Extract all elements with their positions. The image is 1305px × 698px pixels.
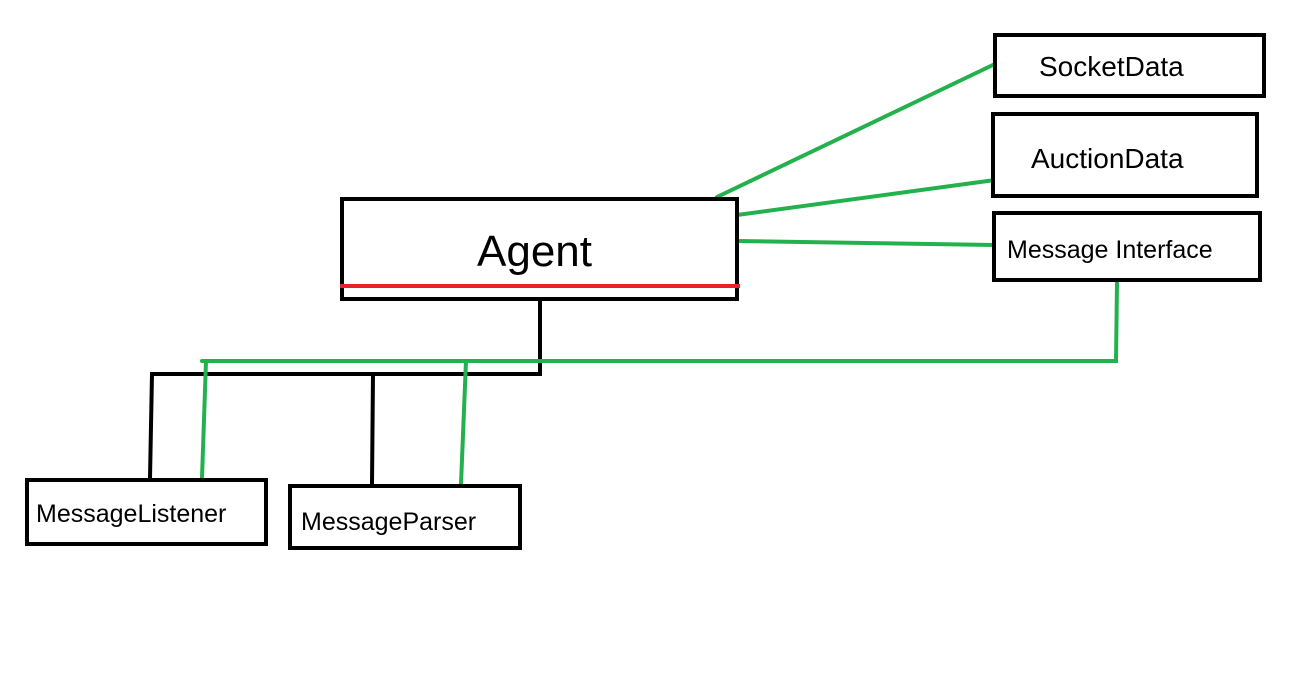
node-message-interface-label: Message Interface	[1007, 236, 1213, 264]
association-edge-agent-message-interface	[735, 239, 996, 247]
agent-underline	[340, 284, 740, 288]
hierarchy-edge-agent-messagelistener	[147, 371, 155, 481]
hierarchy-edge-agent-trunk	[150, 298, 542, 376]
node-messagelistener: MessageListener	[25, 478, 268, 546]
node-messageparser: MessageParser	[288, 484, 522, 550]
association-edge-bus-messagelistener	[200, 359, 208, 480]
association-edge-bus-messageparser	[459, 359, 468, 486]
hierarchy-edge-agent-messageparser	[369, 371, 376, 487]
node-auctiondata: AuctionData	[991, 112, 1259, 198]
node-messagelistener-label: MessageListener	[36, 500, 227, 528]
node-agent: Agent	[340, 197, 739, 301]
hierarchy-connectors	[147, 298, 542, 487]
node-socketdata: SocketData	[993, 33, 1266, 98]
node-message-interface: Message Interface	[992, 211, 1262, 282]
node-socketdata-label: SocketData	[1039, 51, 1184, 82]
node-agent-label: Agent	[477, 227, 592, 276]
association-edge-agent-auctiondata	[735, 178, 997, 217]
association-connectors	[200, 61, 1119, 486]
association-bus-message-interface	[200, 281, 1119, 363]
node-messageparser-label: MessageParser	[301, 508, 477, 536]
association-edge-agent-socketdata	[715, 61, 999, 199]
node-auctiondata-label: AuctionData	[1031, 143, 1184, 174]
